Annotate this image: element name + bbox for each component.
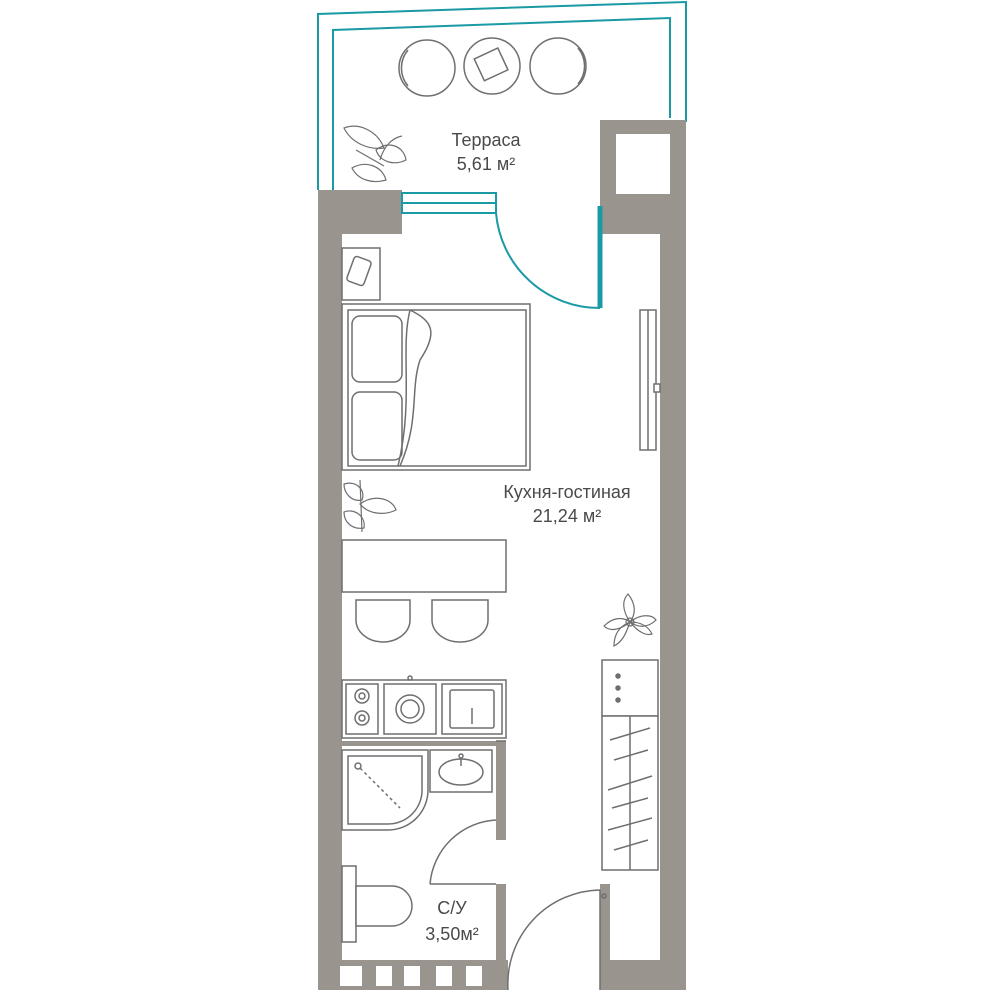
table-icon bbox=[463, 37, 521, 95]
dining-table bbox=[341, 539, 507, 593]
shower-icon bbox=[341, 749, 429, 831]
sink-icon bbox=[441, 683, 503, 735]
plant-icon bbox=[343, 125, 407, 183]
chair-icon bbox=[398, 39, 456, 97]
kitchen-living-area-label: 21,24 м² bbox=[533, 506, 601, 526]
pillow-icon bbox=[351, 315, 403, 383]
terrace-door bbox=[401, 192, 603, 310]
fridge-icon bbox=[601, 659, 659, 717]
toilet-icon bbox=[341, 865, 413, 943]
chair-icon bbox=[529, 37, 587, 95]
hob-icon bbox=[345, 683, 379, 735]
terrace-furniture bbox=[398, 37, 587, 97]
chair-icon bbox=[431, 599, 489, 643]
terrace-glazing bbox=[317, 0, 687, 190]
bathroom-fixtures bbox=[341, 741, 506, 943]
entrance-door bbox=[507, 889, 607, 991]
terrace-area-label: 5,61 м² bbox=[457, 154, 515, 174]
washbasin-icon bbox=[429, 749, 493, 793]
right-wall-furniture bbox=[601, 309, 661, 871]
plant-icon bbox=[603, 593, 657, 647]
kitchen-living-name-label: Кухня-гостиная bbox=[503, 482, 630, 502]
chair-icon bbox=[355, 599, 411, 643]
wardrobe-icon bbox=[601, 715, 659, 871]
wall-openings bbox=[340, 134, 670, 986]
terrace-name-label: Терраса bbox=[451, 130, 521, 150]
dining-set bbox=[341, 539, 507, 643]
plant-icon bbox=[343, 479, 397, 533]
washing-machine-icon bbox=[383, 675, 437, 735]
bathroom-name-label: С/У bbox=[437, 898, 467, 918]
pillow-icon bbox=[351, 391, 403, 461]
kitchen-counter bbox=[341, 675, 507, 739]
bathroom-area-label: 3,50м² bbox=[425, 924, 478, 944]
bed bbox=[341, 303, 531, 471]
bathroom-door-swing bbox=[429, 819, 497, 885]
phone-icon bbox=[346, 255, 372, 287]
nightstand bbox=[341, 247, 381, 301]
